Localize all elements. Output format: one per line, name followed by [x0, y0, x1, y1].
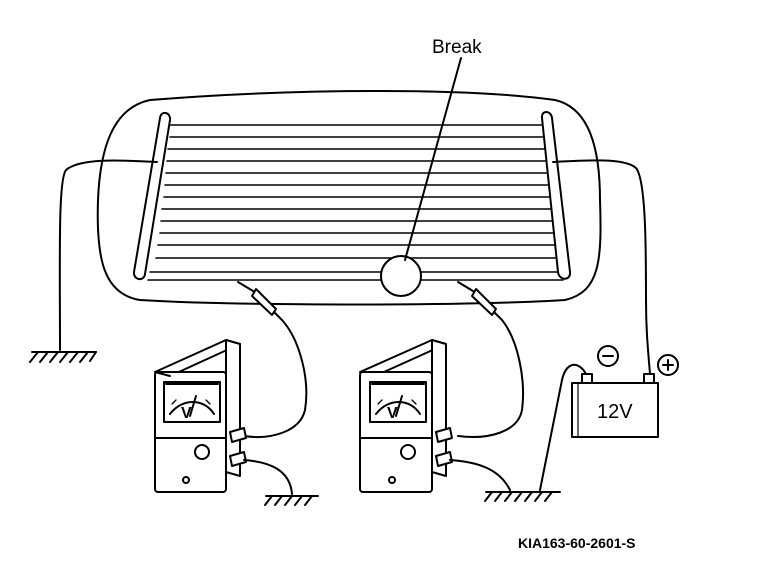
meter-1-probe [237, 281, 283, 321]
svg-text:V: V [181, 405, 192, 422]
break-pointer-line [404, 57, 462, 261]
figure-code: KIA163-60-2601-S [518, 535, 636, 551]
rear-window-glass [96, 90, 602, 306]
break-circle [380, 255, 422, 297]
meter-1-ground-symbol [264, 495, 319, 506]
left-ground-wire [58, 159, 158, 351]
meter-2-probe [457, 281, 503, 321]
defogger-grid [147, 124, 564, 281]
meter-1-ground-lead [243, 459, 293, 495]
battery-negative-wire [539, 364, 587, 491]
break-label: Break [432, 37, 482, 58]
meter-2-ground-symbol [484, 491, 561, 502]
meter-2-ground-lead [449, 459, 511, 491]
right-bus-bar [540, 111, 572, 280]
voltmeter-2: V [359, 339, 453, 493]
battery-positive-wire [552, 159, 651, 375]
svg-text:V: V [387, 405, 398, 422]
left-bus-bar [132, 112, 172, 280]
battery [571, 373, 659, 438]
meter-2-probe-lead [457, 319, 524, 438]
battery-voltage-label: 12V [597, 401, 633, 423]
meter-1-probe-lead [243, 319, 308, 438]
left-ground-symbol [29, 351, 97, 363]
voltmeter-1: V [154, 339, 247, 493]
